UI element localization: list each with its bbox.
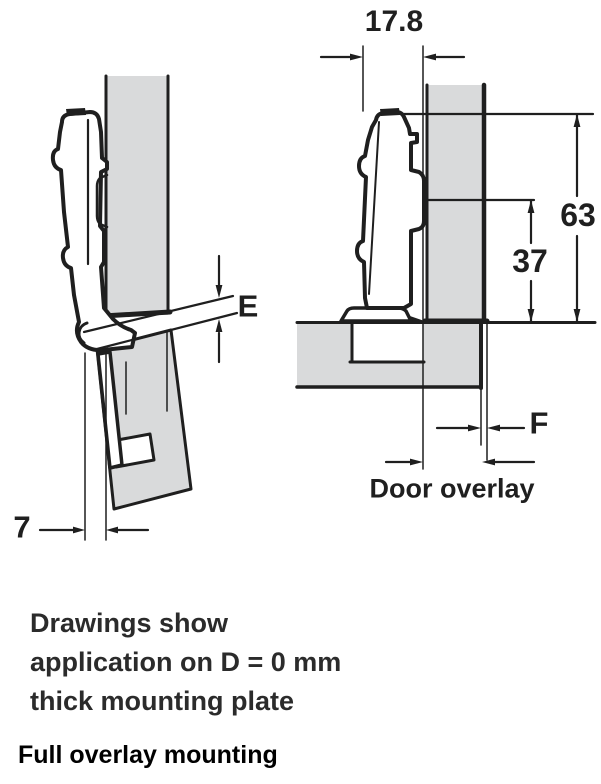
drawing-caption: Drawings show application on D = 0 mm th… <box>30 604 341 721</box>
door-overlay-label: Door overlay <box>369 473 535 504</box>
caption-line-2: application on D = 0 mm <box>30 647 342 677</box>
dim-label-17-8: 17.8 <box>364 5 424 38</box>
dim-label-37: 37 <box>512 243 548 279</box>
caption-line-3: thick mounting plate <box>30 686 295 716</box>
hinge-arm-top-tab-closed <box>380 108 400 116</box>
dim-178-arrowhead-left <box>423 53 436 61</box>
dim-label-e: E <box>237 288 259 324</box>
dim-e-arrowhead-down <box>215 285 223 298</box>
dim-f-arrowhead-left <box>487 424 500 432</box>
right-view-closed-hinge <box>295 45 597 470</box>
dim-label-f: F <box>529 405 549 441</box>
dim-178-arrowhead-right <box>350 53 363 61</box>
dim-37-arrowhead-down <box>527 309 535 322</box>
dim-label-63: 63 <box>560 197 596 233</box>
hinge-arm-inner-edge-closed <box>368 121 380 295</box>
dim-f-arrowhead-right <box>468 424 481 432</box>
hinge-cup-bore <box>352 324 423 362</box>
left-view-open-hinge <box>38 74 239 541</box>
dim-overlay-arrowhead-left <box>482 458 495 466</box>
dim-7-arrowhead-right <box>73 526 85 534</box>
cabinet-panel-edge-bottom <box>100 309 173 319</box>
caption-line-1: Drawings show <box>30 608 229 638</box>
gap-reference-line-lower <box>95 311 239 351</box>
hinge-arm-top-tab <box>66 108 86 116</box>
cabinet-panel-closed <box>427 85 484 320</box>
knuckle-detail <box>77 321 89 345</box>
dim-63-arrowhead-down <box>573 309 581 322</box>
dim-37-arrowhead-up <box>527 200 535 213</box>
section-title: Full overlay mounting <box>18 741 278 769</box>
mounting-clip-detail <box>95 173 109 229</box>
cabinet-panel <box>106 76 168 315</box>
dim-e-arrowhead-up <box>215 319 223 332</box>
hinge-arm-closed <box>355 110 426 310</box>
dim-overlay-arrowhead-right <box>410 458 423 466</box>
dim-63-arrowhead-up <box>573 114 581 127</box>
dim-7-arrowhead-left <box>106 526 118 534</box>
gap-reference-line-upper <box>82 294 235 334</box>
dim-label-7: 7 <box>13 509 31 545</box>
